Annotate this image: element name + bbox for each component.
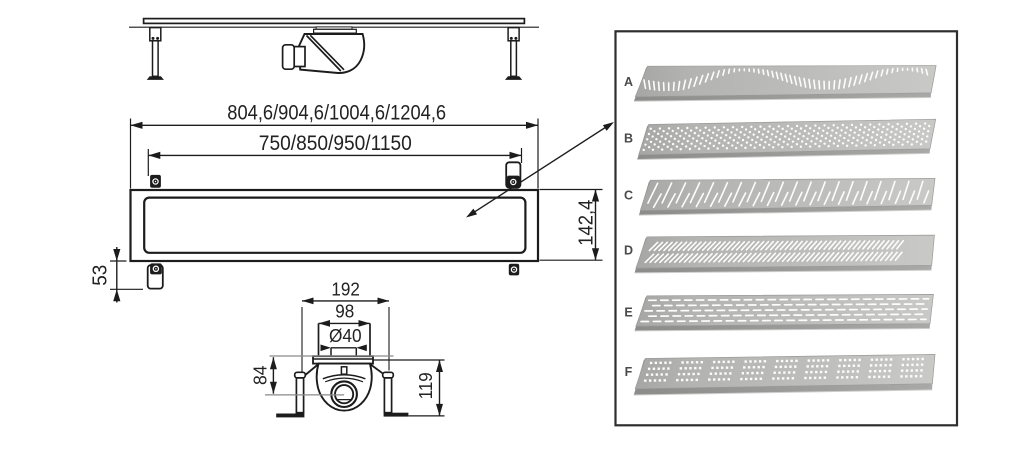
svg-text:192: 192 xyxy=(331,279,360,300)
svg-text:Ø40: Ø40 xyxy=(329,325,362,346)
svg-text:C: C xyxy=(624,189,633,203)
svg-text:F: F xyxy=(625,365,633,379)
svg-text:B: B xyxy=(624,132,633,146)
svg-text:A: A xyxy=(624,75,633,89)
svg-text:804,6/904,6/1004,6/1204,6: 804,6/904,6/1004,6/1204,6 xyxy=(227,102,446,125)
svg-text:E: E xyxy=(624,306,632,320)
svg-text:98: 98 xyxy=(335,301,354,322)
svg-text:84: 84 xyxy=(250,365,271,385)
svg-text:119: 119 xyxy=(415,372,436,399)
svg-text:142,4: 142,4 xyxy=(576,200,598,246)
svg-text:750/850/950/1150: 750/850/950/1150 xyxy=(259,132,412,155)
svg-text:D: D xyxy=(624,244,633,258)
svg-text:53: 53 xyxy=(90,265,112,286)
